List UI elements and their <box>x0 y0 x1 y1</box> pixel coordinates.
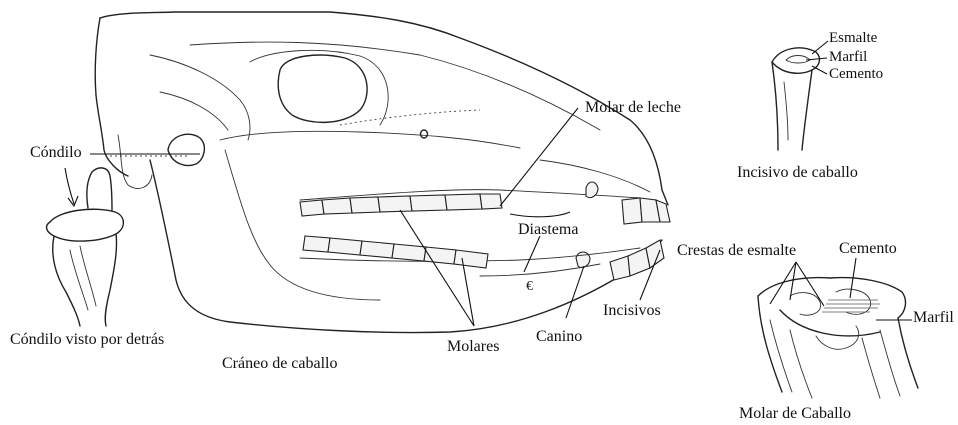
incisor-infundibulum <box>786 56 810 64</box>
lower-molar-row <box>303 236 488 268</box>
skull-pointers <box>90 108 660 326</box>
upper-molar-3 <box>350 197 380 213</box>
label-molar-caballo: Molar de Caballo <box>739 406 851 422</box>
label-condilo: Cóndilo <box>30 145 82 161</box>
label-molares: Molares <box>447 339 499 355</box>
upper-incisor-1 <box>622 198 642 224</box>
label-marfil-top: Marfil <box>829 50 867 65</box>
incisor-detail <box>772 41 828 150</box>
condyle-joint <box>168 134 204 165</box>
label-cemento-top: Cemento <box>829 67 883 82</box>
condyle-rear-view <box>47 168 124 326</box>
incisor-right-edge <box>802 70 812 150</box>
lower-molar-4 <box>392 244 426 261</box>
diastema-pointer <box>524 236 540 272</box>
lower-incisor-1 <box>610 256 630 280</box>
incisors <box>610 198 670 280</box>
label-condilo-visto: Cóndilo visto por detrás <box>10 332 164 348</box>
label-marfil-bottom: Marfil <box>913 310 954 326</box>
enamel-fold-2 <box>836 289 871 314</box>
label-craneo: Cráneo de caballo <box>222 356 338 372</box>
suture-line <box>340 110 480 125</box>
jaw-symbol: € <box>526 279 533 294</box>
label-diastema: Diastema <box>518 222 578 238</box>
crestas-pointer-1 <box>770 262 796 304</box>
upper-molar-6 <box>445 194 482 210</box>
molar-groove-3 <box>862 338 880 398</box>
molar-detail <box>758 258 918 398</box>
enamel-fold-3 <box>816 326 859 349</box>
temporal-crest-2 <box>160 92 228 130</box>
upper-molar-5 <box>410 195 447 211</box>
temporal-crest <box>150 55 250 140</box>
lower-molar-6 <box>454 250 488 268</box>
upper-molar-7 <box>480 194 502 209</box>
skull-back <box>95 18 128 176</box>
molar-front-face <box>780 310 880 336</box>
molar-groove-1 <box>770 320 792 392</box>
enamel-fold-1 <box>790 293 821 316</box>
upper-molar-2 <box>322 198 352 214</box>
label-cemento-bottom: Cemento <box>839 241 897 257</box>
label-incisivo-caballo: Incisivo de caballo <box>737 165 858 181</box>
cemento-pointer-top <box>812 66 827 74</box>
condyle-shaft <box>53 234 117 326</box>
condyle-shading <box>70 246 96 310</box>
incisor-shading <box>784 82 788 140</box>
label-canino: Canino <box>536 329 582 345</box>
molar-groove-2 <box>790 330 812 398</box>
condyle-neck <box>87 168 112 210</box>
canino-pointer <box>566 266 584 318</box>
label-crestas: Crestas de esmalte <box>677 243 796 259</box>
label-molar-leche: Molar de leche <box>585 100 681 116</box>
condyle-head <box>47 209 124 241</box>
eye-orbit <box>278 55 367 122</box>
esmalte-pointer <box>812 41 828 54</box>
skull-outline <box>100 12 668 205</box>
horse-skull <box>95 12 668 333</box>
molar-leche-pointer <box>500 108 578 206</box>
back-process <box>118 135 152 188</box>
molar-left-side <box>758 296 782 392</box>
lower-molar-1 <box>303 236 330 252</box>
foramen <box>421 130 428 138</box>
upper-molar-1 <box>300 200 324 216</box>
label-incisivos: Incisivos <box>603 303 661 319</box>
molares-pointer-1 <box>400 210 474 326</box>
crestas-pointer-3 <box>796 262 824 306</box>
upper-molar-4 <box>378 196 412 212</box>
label-esmalte: Esmalte <box>829 31 877 46</box>
lower-molar-2 <box>328 238 362 255</box>
mandible-ramus <box>225 150 380 300</box>
incisor-left-edge <box>772 62 778 150</box>
molar-groove-4 <box>880 330 900 396</box>
molar-right-side <box>898 318 918 388</box>
condyle-arrow <box>65 168 74 204</box>
lower-molar-3 <box>360 241 394 258</box>
diastema-bracket <box>510 212 570 217</box>
facial-crest <box>220 131 520 148</box>
